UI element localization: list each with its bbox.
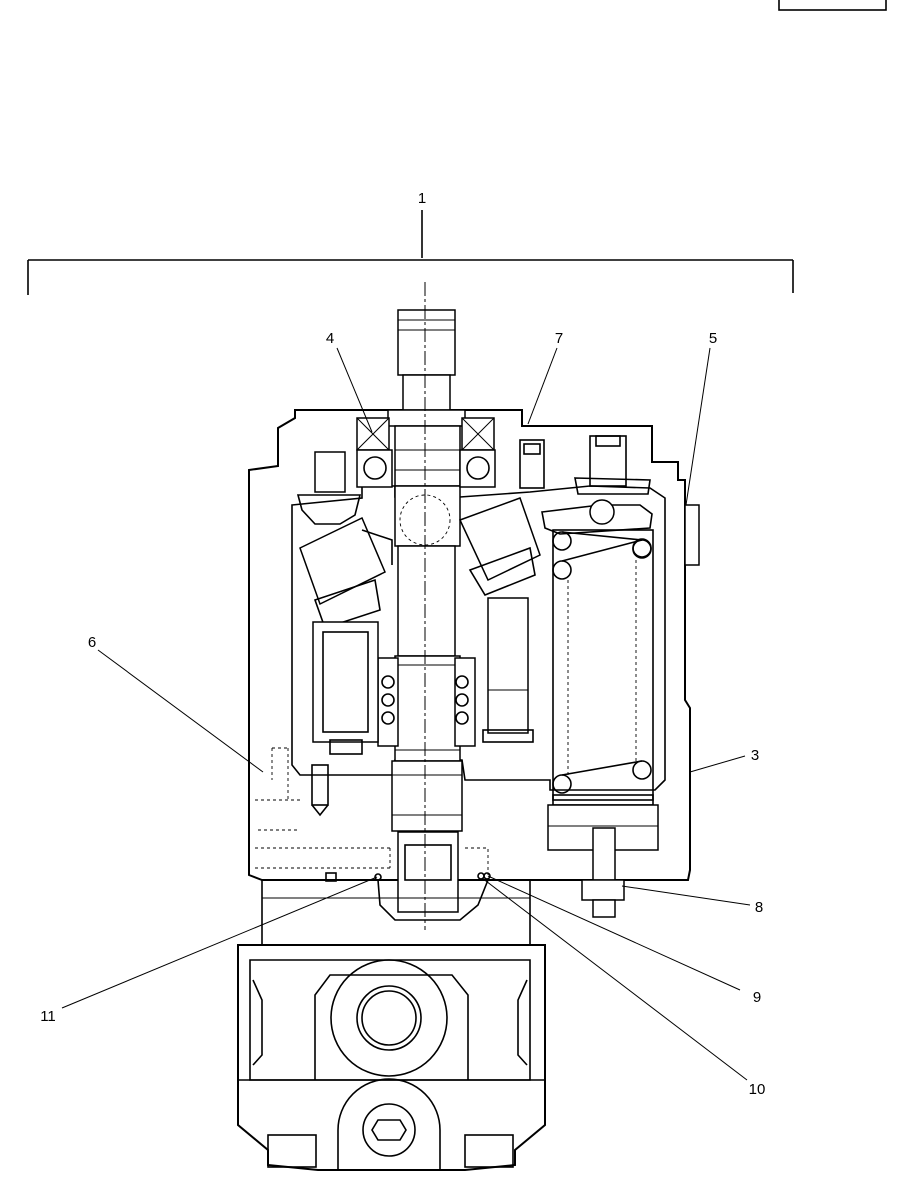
callout-6: 6 <box>88 634 96 651</box>
callout-11: 11 <box>40 1008 56 1025</box>
side-port <box>684 504 700 566</box>
callout-1: 1 <box>418 190 426 207</box>
adapter-neck <box>261 880 531 945</box>
callout-7: 7 <box>555 330 563 347</box>
drain-passage <box>255 747 391 869</box>
adjusting-screw <box>581 827 625 918</box>
drive-shaft <box>387 309 466 832</box>
callout-3: 3 <box>751 747 759 764</box>
assembly-bracket <box>27 210 794 295</box>
shaft-coupling <box>325 831 491 921</box>
callout-9: 9 <box>753 989 761 1006</box>
gear-pump-body <box>237 944 546 1171</box>
housing-outline <box>248 409 691 881</box>
right-piston-assembly <box>458 435 651 743</box>
callout-5: 5 <box>709 330 717 347</box>
leader-lines <box>61 347 751 1081</box>
corner-frame <box>778 0 887 11</box>
left-piston-assembly <box>296 451 393 755</box>
callout-8: 8 <box>755 899 763 916</box>
callout-10: 10 <box>749 1081 766 1098</box>
callout-4: 4 <box>326 330 334 347</box>
control-spring-assembly <box>541 499 659 851</box>
